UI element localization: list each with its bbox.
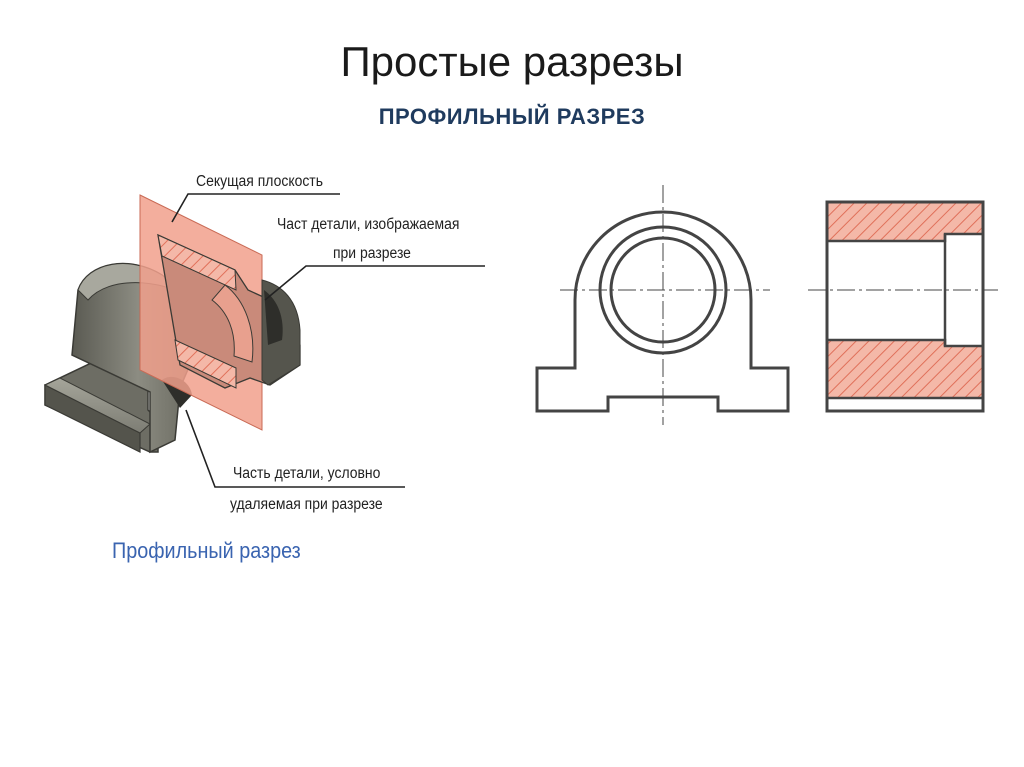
label-removed-part-line2: удаляемая при разрезе [230,496,383,513]
isometric-caption: Профильный разрез [112,538,301,563]
label-cutting-plane: Секущая плоскость [196,173,323,190]
leader-removed-part [185,409,405,488]
leader-visible-part [264,265,485,301]
label-visible-part-line2: при разрезе [333,245,411,262]
visible-part-section [157,233,301,389]
front-view [535,185,790,425]
slide-subtitle: ПРОФИЛЬНЫЙ РАЗРЕЗ [378,104,646,129]
profile-section-view [808,200,998,413]
leader-cutting-plane [171,193,340,223]
slide-title: Простые разрезы [340,38,684,85]
label-removed-part-line1: Часть детали, условно [233,465,381,482]
label-visible-part-line1: Част детали, изображаемая [277,216,460,233]
isometric-illustration [43,193,485,488]
